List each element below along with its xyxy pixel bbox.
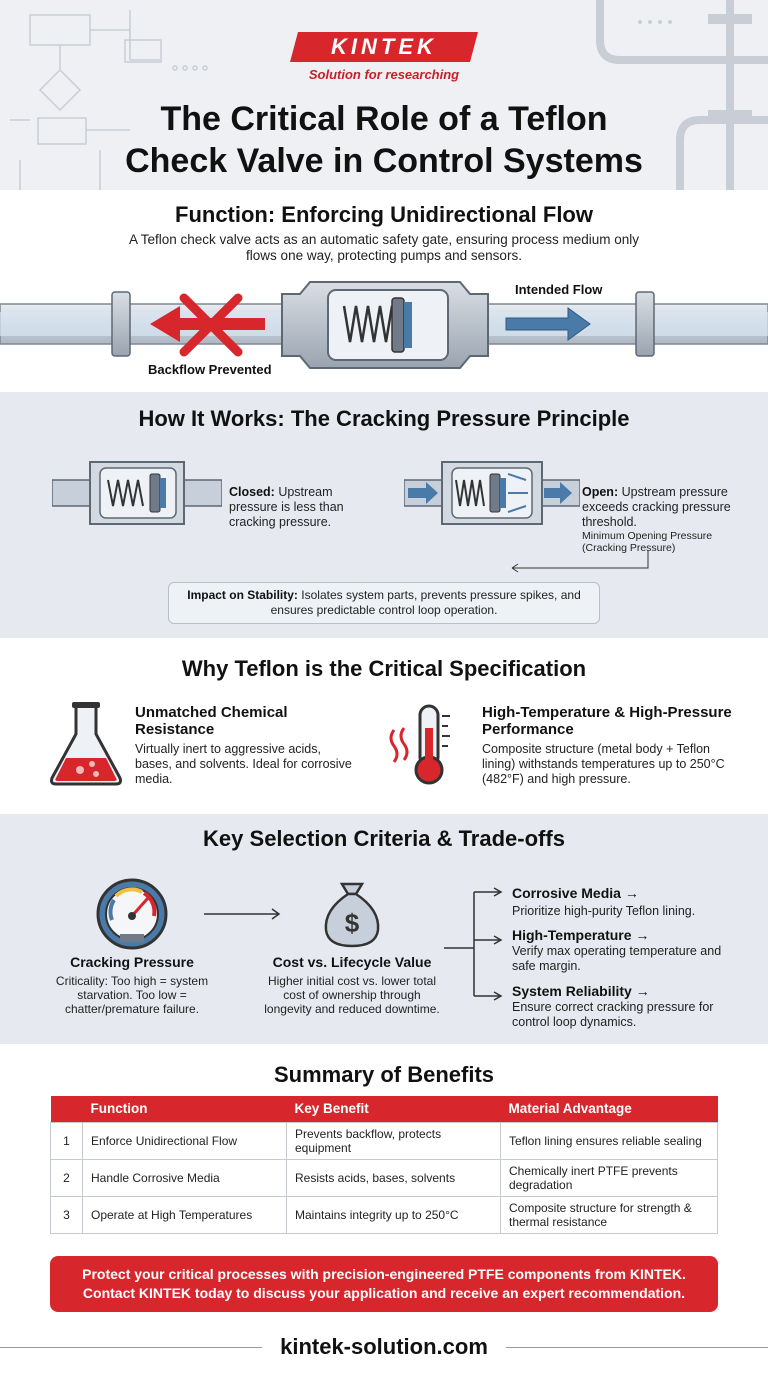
kintek-logo: KINTEK: [290, 32, 478, 62]
criteria-title: Key Selection Criteria & Trade-offs: [203, 826, 565, 851]
why-teflon-section: Why Teflon is the Critical Specification…: [0, 638, 768, 814]
header-function: Function: [82, 1096, 287, 1122]
benefits-table: Function Key Benefit Material Advantage …: [50, 1096, 718, 1234]
brand-tagline: Solution for researching: [308, 67, 460, 82]
backflow-label: Backflow Prevented: [148, 362, 272, 377]
pressure-connector: [511, 550, 649, 573]
table-header-row: Function Key Benefit Material Advantage: [50, 1096, 718, 1122]
cracking-pressure-description: Criticality: Too high = system starvatio…: [55, 974, 209, 1016]
closed-state-text: Closed: Upstream pressure is less than c…: [229, 485, 369, 530]
closed-description: Upstream pressure is less than cracking …: [229, 485, 344, 529]
check-valve-flow-diagram: [0, 281, 768, 369]
blueprint-background: [10, 0, 768, 190]
row-function: Enforce Unidirectional Flow: [82, 1121, 287, 1160]
impact-label: Impact on Stability:: [187, 588, 298, 602]
table-row: 2 Handle Corrosive Media Resists acids, …: [50, 1158, 718, 1197]
selection-criteria-section: Key Selection Criteria & Trade-offs Crac…: [0, 814, 768, 1044]
min-opening-pressure-text: Minimum Opening Pressure (Cracking Press…: [582, 530, 713, 554]
function-description: A Teflon check valve acts as an automati…: [128, 232, 640, 263]
row-benefit: Prevents backflow, protects equipment: [286, 1121, 501, 1160]
high-temp-description: Composite structure (metal body + Teflon…: [482, 742, 725, 786]
row-function: Operate at High Temperatures: [82, 1195, 287, 1234]
header-material-advantage: Material Advantage: [500, 1096, 718, 1122]
page-title-line-1: The Critical Role of a Teflon: [160, 100, 608, 138]
how-title: How It Works: The Cracking Pressure Prin…: [138, 406, 630, 431]
footer-divider-right: [506, 1347, 768, 1348]
cost-lifecycle-title: Cost vs. Lifecycle Value: [272, 954, 432, 970]
table-row: 3 Operate at High Temperatures Maintains…: [50, 1195, 718, 1234]
impact-on-stability-box: Impact on Stability: Isolates system par…: [168, 582, 600, 624]
pressure-gauge-icon: [96, 878, 168, 950]
branch-arrows: [444, 887, 503, 1001]
option-reliability-desc: Ensure correct cracking pressure for con…: [512, 1000, 714, 1029]
option-corrosive-title: Corrosive Media →: [512, 885, 639, 901]
chemical-resistance-description: Virtually inert to aggressive acids, bas…: [135, 742, 352, 786]
function-section: Function: Enforcing Unidirectional Flow …: [0, 190, 768, 392]
open-state-text: Open: Upstream pressure exceeds cracking…: [582, 485, 742, 530]
row-number: 3: [50, 1195, 83, 1234]
header-key-benefit: Key Benefit: [286, 1096, 501, 1122]
cta-banner[interactable]: Protect your critical processes with pre…: [50, 1256, 718, 1312]
header-number: [50, 1096, 83, 1122]
row-advantage: Teflon lining ensures reliable sealing: [500, 1121, 718, 1160]
open-label: Open:: [582, 485, 619, 499]
option-high-temp-desc: Verify max operating temperature and saf…: [512, 944, 722, 973]
cta-line-2: Contact KINTEK today to discuss your app…: [82, 1285, 686, 1301]
cost-lifecycle-description: Higher initial cost vs. lower total cost…: [264, 974, 440, 1016]
option-corrosive-desc: Prioritize high-purity Teflon lining.: [512, 904, 696, 918]
intended-flow-label: Intended Flow: [515, 282, 603, 297]
function-title: Function: Enforcing Unidirectional Flow: [175, 202, 593, 227]
footer-divider-left: [0, 1347, 262, 1348]
impact-description: Isolates system parts, prevents pressure…: [270, 588, 581, 617]
table-row: 1 Enforce Unidirectional Flow Prevents b…: [50, 1121, 718, 1160]
dollar-sign: $: [345, 908, 360, 938]
why-title: Why Teflon is the Critical Specification: [181, 656, 587, 681]
summary-title: Summary of Benefits: [273, 1062, 495, 1087]
header: KINTEK Solution for researching The Crit…: [0, 0, 768, 190]
logo-text: KINTEK: [331, 34, 437, 59]
open-description: Upstream pressure exceeds cracking press…: [582, 485, 731, 529]
row-function: Handle Corrosive Media: [82, 1158, 287, 1197]
open-valve-diagram: [404, 461, 580, 525]
money-bag-icon: $: [324, 882, 380, 948]
flask-icon: [50, 702, 122, 786]
how-it-works-section: How It Works: The Cracking Pressure Prin…: [0, 392, 768, 638]
option-reliability-title: System Reliability →: [512, 983, 650, 999]
summary-section: Summary of Benefits Function Key Benefit…: [0, 1044, 768, 1376]
row-advantage: Chemically inert PTFE prevents degradati…: [500, 1158, 718, 1197]
closed-label: Closed:: [229, 485, 275, 499]
cracking-pressure-title: Cracking Pressure: [70, 954, 194, 970]
cta-line-1: Protect your critical processes with pre…: [82, 1266, 686, 1282]
option-high-temp-title: High-Temperature →: [512, 927, 650, 943]
closed-valve-diagram: [52, 461, 222, 525]
arrow-to-cost: [204, 908, 281, 920]
row-advantage: Composite structure for strength & therm…: [500, 1195, 718, 1234]
row-number: 2: [50, 1158, 83, 1197]
row-benefit: Resists acids, bases, solvents: [286, 1158, 501, 1197]
row-number: 1: [50, 1121, 83, 1160]
page-title: The Critical Role of a Teflon Check Valv…: [0, 98, 768, 182]
thermometer-icon: [389, 704, 450, 785]
chemical-resistance-title: Unmatched Chemical Resistance: [135, 704, 288, 738]
footer-website-link[interactable]: kintek-solution.com: [280, 1334, 488, 1359]
row-benefit: Maintains integrity up to 250°C: [286, 1195, 501, 1234]
high-temp-title: High-Temperature & High-Pressure Perform…: [482, 704, 732, 738]
page-title-line-2: Check Valve in Control Systems: [125, 142, 643, 180]
